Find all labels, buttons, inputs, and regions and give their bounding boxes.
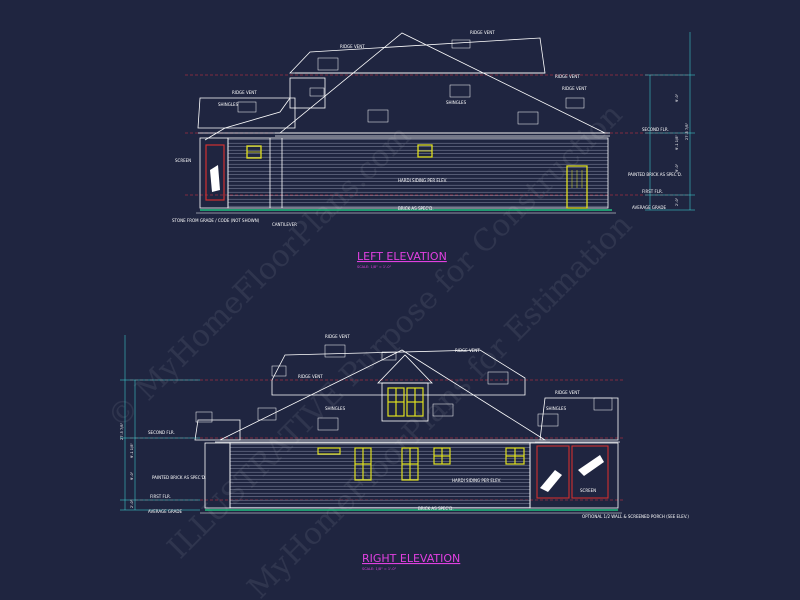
left-main-roof — [278, 32, 606, 134]
left-side-door — [566, 165, 588, 209]
right-elevation-labels: RIDGE VENT RIDGE VENT RIDGE VENT RIDGE V… — [120, 334, 689, 519]
right-dormer-windows — [387, 387, 424, 417]
left-label-hardi-siding: HARDI SIDING PER ELEV. — [398, 178, 447, 183]
left-dimension-lines — [645, 32, 695, 211]
right-dim-3: 2'-0" — [130, 499, 134, 508]
left-elevation-title: LEFT ELEVATION — [357, 250, 447, 263]
right-label-shingles-2: SHINGLES — [546, 406, 567, 411]
left-label-first-flr: FIRST FLR. — [642, 189, 663, 194]
right-label-ridge-vent-2: RIDGE VENT — [298, 374, 323, 379]
right-label-ridge-vent-3: RIDGE VENT — [455, 348, 480, 353]
right-dim-2: 9'-0" — [130, 471, 134, 480]
left-label-painted-brick: PAINTED BRICK AS SPEC'D. — [628, 172, 682, 177]
right-label-second-flr: SECOND FLR. — [148, 430, 175, 435]
right-screened-porch — [536, 445, 609, 499]
left-dim-0: 9'-0" — [675, 93, 679, 102]
right-elevation-title: RIGHT ELEVATION — [362, 552, 460, 565]
left-elevation — [185, 32, 695, 214]
right-label-shingles-1: SHINGLES — [325, 406, 346, 411]
right-label-first-flr: FIRST FLR. — [150, 494, 171, 499]
left-label-ridge-vent-3: RIDGE VENT — [555, 74, 580, 79]
left-elevation-scale: SCALE: 1/8" = 1'-0" — [357, 265, 392, 269]
left-dim-3: 9'-0" — [675, 163, 679, 172]
right-elevation — [120, 335, 625, 514]
right-dim-0: 27'-5 7/8" — [120, 422, 124, 440]
left-dim-1: 27'-5 7/8" — [685, 122, 689, 140]
left-label-ridge-vent-5: RIDGE VENT — [232, 90, 257, 95]
right-label-optional-porch: OPTIONAL 1/2 WALL & SCREENED PORCH (SEE … — [582, 514, 689, 519]
left-dim-4: 2'-0" — [675, 197, 679, 206]
left-screen-door — [205, 144, 225, 201]
right-label-painted-brick: PAINTED BRICK AS SPEC'D. — [152, 475, 206, 480]
left-dim-2: 9'-1 1/8" — [675, 135, 679, 150]
right-wall-windows — [317, 447, 525, 481]
right-porch-roof — [539, 397, 619, 441]
left-label-stone-note: STONE FROM GRADE / CODE (NOT SHOWN) — [172, 218, 260, 223]
right-label-average-grade: AVERAGE GRADE — [148, 509, 182, 514]
left-label-ridge-vent-4: RIDGE VENT — [562, 86, 587, 91]
right-label-ridge-vent-1: RIDGE VENT — [325, 334, 350, 339]
left-label-average-grade: AVERAGE GRADE — [632, 205, 666, 210]
right-main-roof — [219, 349, 547, 441]
left-label-brick: BRICK AS SPEC'D. — [398, 206, 434, 211]
right-label-hardi-siding: HARDI SIDING PER ELEV. — [452, 478, 501, 483]
left-label-screen: SCREEN — [175, 158, 191, 163]
left-elevation-labels: RIDGE VENT RIDGE VENT RIDGE VENT RIDGE V… — [172, 30, 689, 227]
left-side-roof — [197, 97, 296, 129]
right-back-roof — [271, 349, 526, 396]
right-label-brick: BRICK AS SPEC'D. — [418, 506, 454, 511]
right-elevation-scale: SCALE: 1/8" = 1'-0" — [362, 567, 397, 571]
right-dimension-lines — [120, 335, 200, 511]
left-label-ridge-vent-2: RIDGE VENT — [470, 30, 495, 35]
left-label-cantilever: CANTILEVER — [272, 222, 297, 227]
right-label-screen: SCREEN — [580, 488, 596, 493]
left-label-shingles-1: SHINGLES — [218, 102, 239, 107]
left-label-second-flr: SECOND FLR. — [642, 127, 669, 132]
right-main-wall — [229, 442, 531, 509]
right-dim-1: 9'-1 1/8" — [130, 443, 134, 458]
left-label-shingles-2: SHINGLES — [446, 100, 467, 105]
right-label-ridge-vent-4: RIDGE VENT — [555, 390, 580, 395]
left-label-ridge-vent-1: RIDGE VENT — [340, 44, 365, 49]
left-back-roof — [289, 37, 546, 74]
